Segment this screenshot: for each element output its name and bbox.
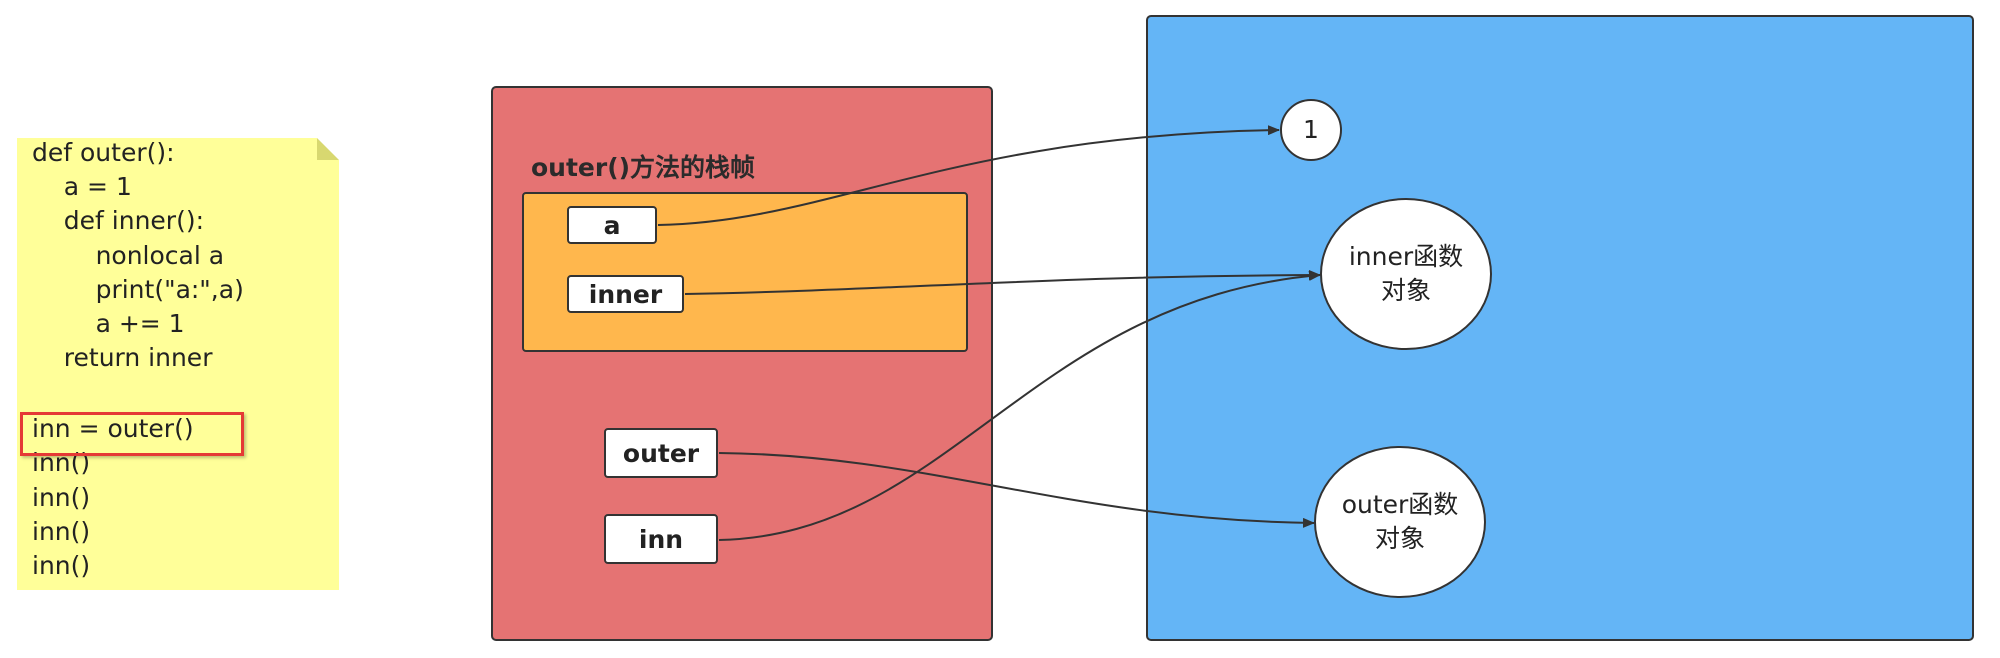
code-note: def outer(): a = 1 def inner(): nonlocal… — [17, 138, 339, 590]
int-object-1: 1 — [1280, 99, 1342, 161]
inner-function-object: inner函数 对象 — [1320, 198, 1492, 350]
code-line: inn() — [32, 448, 91, 477]
highlighted-code-line: inn = outer() — [32, 414, 194, 443]
outer-object-label-line2: 对象 — [1374, 524, 1425, 553]
code-line: inn() — [32, 517, 91, 546]
note-fold-corner — [317, 138, 339, 160]
code-line: a = 1 — [32, 172, 132, 201]
int-object-label: 1 — [1303, 115, 1319, 144]
code-line: print("a:",a) — [32, 275, 244, 304]
code-line: def outer(): — [32, 138, 175, 167]
code-line: a += 1 — [32, 309, 185, 338]
var-inner-box: inner — [567, 275, 684, 313]
code-line: inn() — [32, 483, 91, 512]
outer-function-object: outer函数 对象 — [1314, 446, 1486, 598]
var-outer-box: outer — [604, 428, 718, 478]
code-line: def inner(): — [32, 206, 205, 235]
inner-object-label-line1: inner函数 — [1348, 242, 1464, 271]
highlight-box — [20, 412, 244, 456]
heap-area — [1146, 15, 1974, 641]
code-line: nonlocal a — [32, 241, 225, 270]
inner-object-label-line2: 对象 — [1380, 276, 1431, 305]
stack-frame-title: outer()方法的栈帧 — [531, 153, 756, 182]
var-inn-box: inn — [604, 514, 718, 564]
outer-object-label-line1: outer函数 — [1341, 490, 1459, 519]
var-a-box: a — [567, 206, 657, 244]
code-line: inn() — [32, 551, 91, 580]
code-line: return inner — [32, 343, 213, 372]
